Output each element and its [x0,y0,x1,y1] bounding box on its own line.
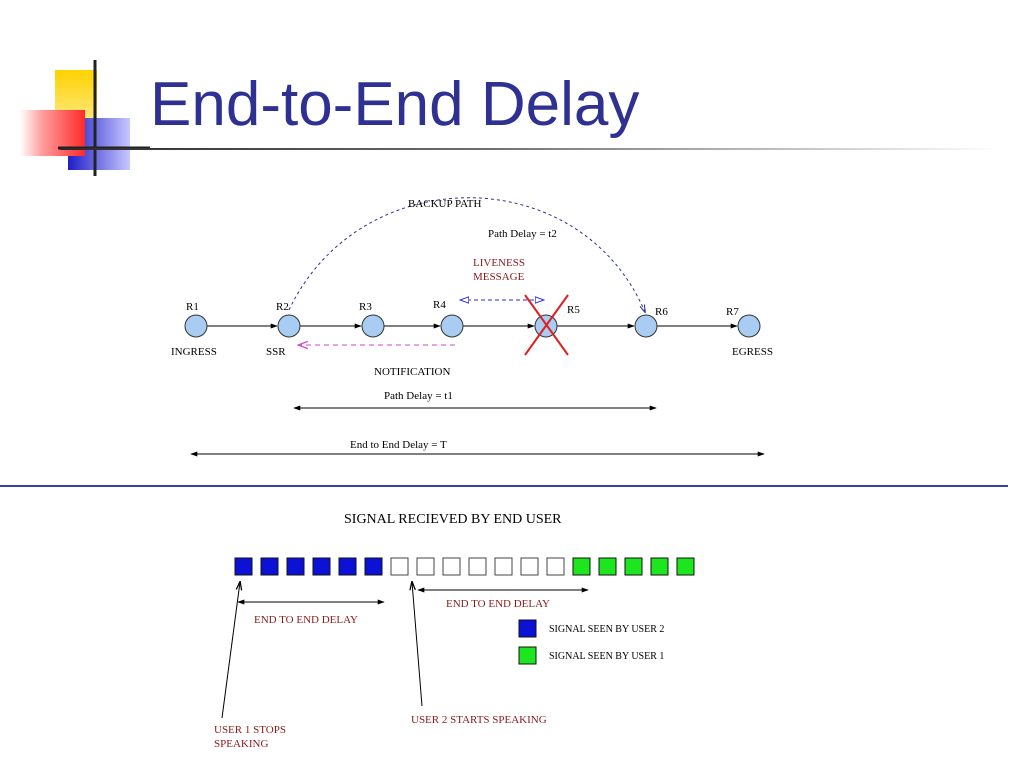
router-node-r3 [361,314,385,338]
router-node-r6 [634,314,658,338]
backup-delay-label: Path Delay = t2 [488,228,557,240]
signal-square-white [468,557,487,576]
signal-square-green [598,557,617,576]
user1-label-line2: SPEAKING [214,738,268,750]
delay-label-2: END TO END DELAY [446,598,550,610]
router-id-r5: R5 [567,304,580,316]
signal-legend: SIGNAL SEEN BY USER 2 SIGNAL SEEN BY USER… [518,619,664,665]
backup-path-label: BACKUP PATH [408,198,482,210]
delay-label-1: END TO END DELAY [254,614,358,626]
signal-square-white [390,557,409,576]
liveness-label-line2: MESSAGE [473,271,525,283]
router-node-r1 [184,314,208,338]
signal-square-white [416,557,435,576]
router-id-r4: R4 [433,299,446,311]
signal-square-blue [286,557,305,576]
router-id-r7: R7 [726,306,739,318]
notification-label: NOTIFICATION [374,366,450,378]
signal-square-blue [364,557,383,576]
signal-square-white [494,557,513,576]
signal-square-white [442,557,461,576]
router-node-r4 [440,314,464,338]
signal-square-white [546,557,565,576]
path-delay-t1-label: Path Delay = t1 [384,390,453,402]
router-role-r7: EGRESS [732,346,773,358]
user2-label: USER 2 STARTS SPEAKING [411,714,547,726]
legend-swatch-blue [518,619,537,638]
router-id-r3: R3 [359,301,372,313]
router-id-r6: R6 [655,306,668,318]
user1-pointer-arrow [221,582,240,719]
router-node-r7 [737,314,761,338]
router-id-r2: R2 [276,301,289,313]
signal-square-green [676,557,695,576]
signal-square-blue [260,557,279,576]
router-role-r2: SSR [266,346,286,358]
signal-squares [234,557,695,576]
slide-title: End-to-End Delay [150,70,640,139]
legend-label-blue: SIGNAL SEEN BY USER 2 [549,624,664,635]
legend-swatch-green [518,646,537,665]
signal-square-green [572,557,591,576]
signal-square-green [650,557,669,576]
user2-pointer-arrow [412,582,423,707]
signal-title: SIGNAL RECIEVED BY END USER [344,512,562,527]
router-id-r1: R1 [186,301,199,313]
signal-square-blue [312,557,331,576]
signal-square-blue [338,557,357,576]
section-rule [0,485,1008,487]
router-node-r2 [277,314,301,338]
liveness-label-line1: LIVENESS [473,257,525,269]
failure-cross-icon [524,294,569,356]
signal-square-blue [234,557,253,576]
title-rule [60,148,1000,150]
signal-square-white [520,557,539,576]
user1-label-line1: USER 1 STOPS [214,724,286,736]
signal-square-green [624,557,643,576]
router-role-r1: INGRESS [171,346,217,358]
legend-label-green: SIGNAL SEEN BY USER 1 [549,651,664,662]
end-to-end-delay-label: End to End Delay = T [350,439,447,451]
backup-path-arc [288,197,645,312]
